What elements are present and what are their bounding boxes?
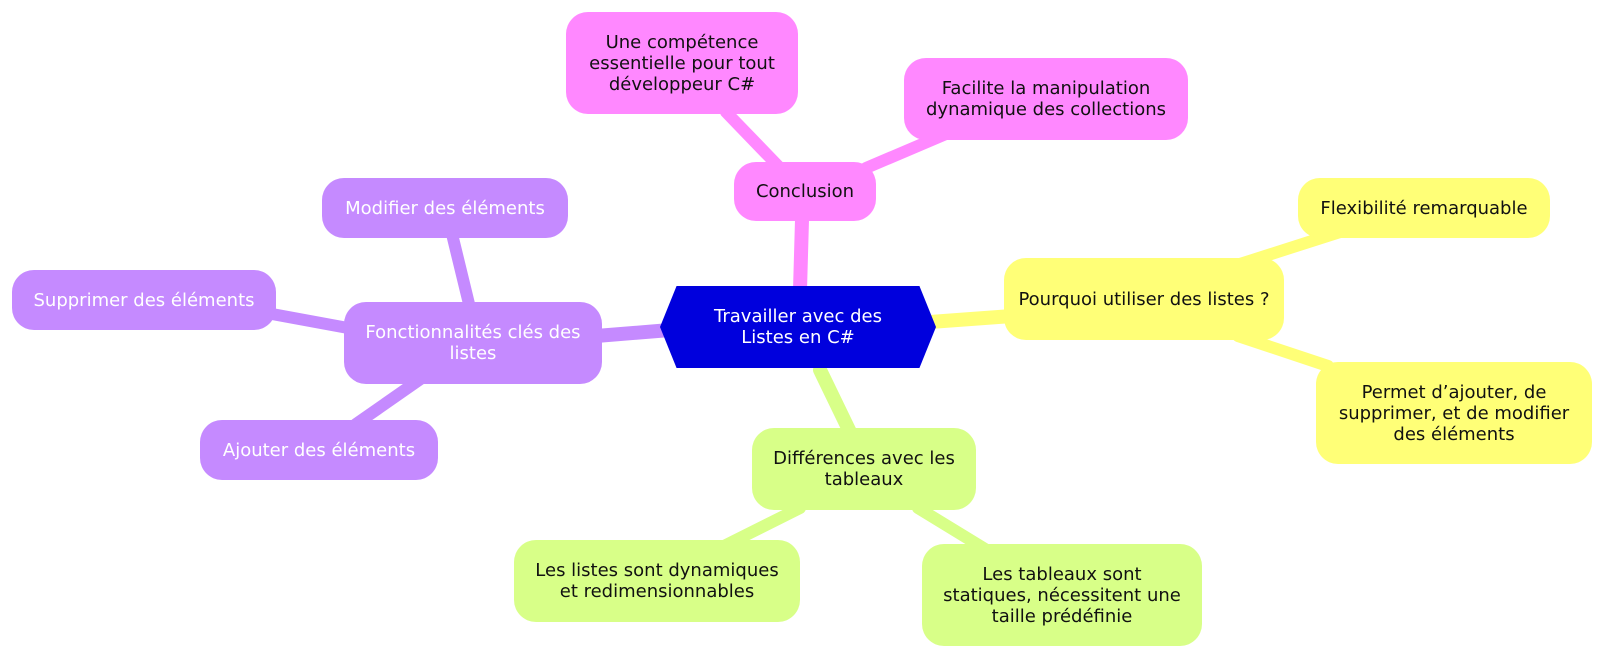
link-why-permet [1232, 330, 1334, 372]
diff-tableaux-node: Les tableaux sont statiques, nécessitent… [922, 544, 1202, 646]
conclusion-node: Conclusion [734, 162, 876, 221]
conclusion-competence-node: Une compétence essentielle pour tout dév… [566, 12, 798, 114]
link-conclusion-competence [720, 106, 788, 176]
link-features-supprimer [266, 308, 354, 334]
root-node: Travailler avec des Listes en C# [660, 286, 936, 368]
features-supprimer-node: Supprimer des éléments [12, 270, 276, 330]
diff-node: Différences avec les tableaux [752, 428, 976, 510]
diff-listes-node: Les listes sont dynamiques et redimensio… [514, 540, 800, 622]
link-root-why [923, 309, 1019, 329]
conclusion-facilite-node: Facilite la manipulation dynamique des c… [904, 58, 1188, 140]
why-node: Pourquoi utiliser des listes ? [1004, 258, 1284, 340]
features-node: Fonctionnalités clés des listes [344, 302, 602, 384]
why-flexibilite-node: Flexibilité remarquable [1298, 178, 1550, 238]
features-modifier-node: Modifier des éléments [322, 178, 568, 238]
link-root-features [589, 323, 677, 343]
link-features-modifier [446, 228, 476, 314]
why-permet-node: Permet d’ajouter, de supprimer, et de mo… [1316, 362, 1592, 464]
features-ajouter-node: Ajouter des éléments [200, 420, 438, 480]
link-root-conclusion [793, 213, 809, 297]
link-root-diff [813, 363, 857, 439]
link-features-ajouter [350, 372, 428, 430]
